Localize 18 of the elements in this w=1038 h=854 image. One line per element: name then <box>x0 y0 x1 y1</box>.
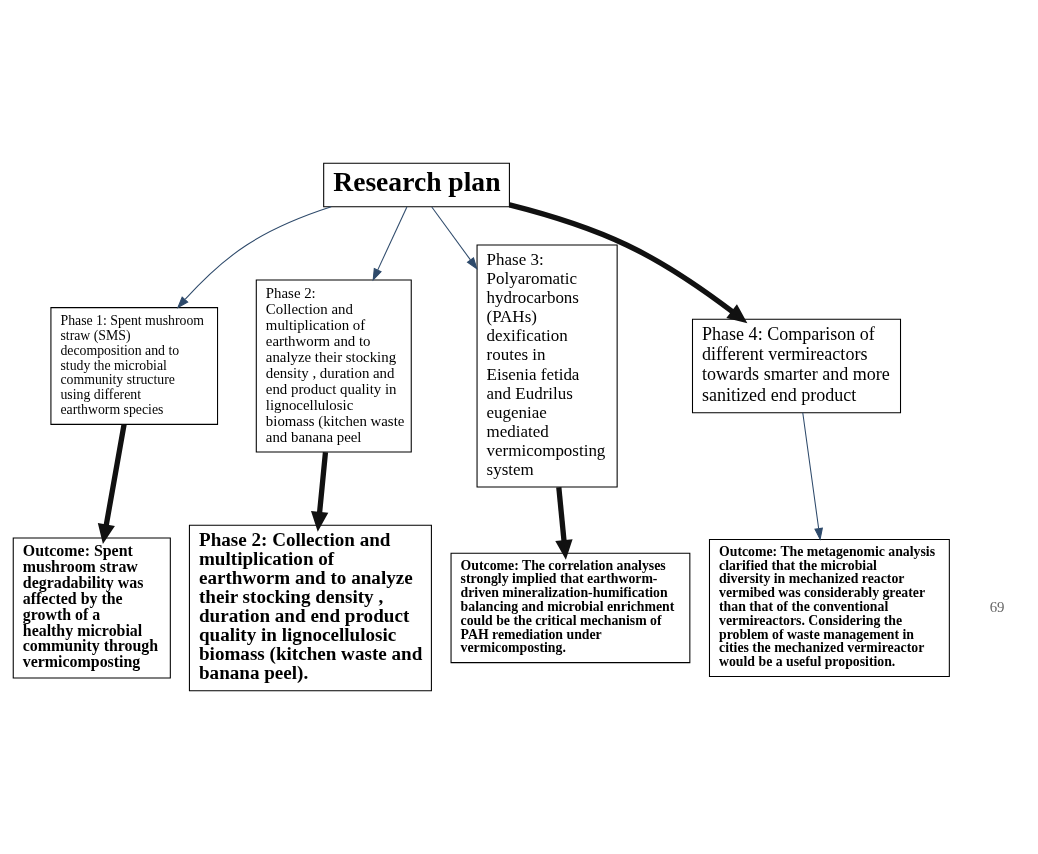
node-box: Outcome: The correlation analyses strongly implied that earthworm-driven mineralization-humification balancing and microbial enrichment could be the critical mechanism of PAH remediation under vermicomposting. <box>450 552 690 664</box>
node-box: Phase 2: Collection and multiplication of earthworm and to analyze their stocking density , duration and end product quality in lignocellulosic biomass (kitchen waste and banana peel). <box>188 524 432 692</box>
node-box: Phase 2: Collection and multiplication of earthworm and to analyze their stocking density , duration and end product quality in lignocellulosic biomass (kitchen waste and banana peel <box>255 279 412 453</box>
node-box: Outcome: Spent mushroom straw degradability was affected by the growth of a healthy microbial community through vermicomposting <box>12 537 171 679</box>
arrow <box>801 412 823 541</box>
arrow <box>176 206 332 309</box>
label: 69 <box>989 598 1005 615</box>
arrow <box>97 424 127 545</box>
node-box: Phase 4: Comparison of different vermireactors towards smarter and more sanitized end product <box>691 318 901 414</box>
arrow <box>508 202 747 324</box>
node-box: Research plan <box>322 162 510 208</box>
node-box: Phase 1: Spent mushroom straw (SMS) decomposition and to study the microbial community structure using different earthworm species <box>49 307 218 425</box>
arrow <box>372 206 407 282</box>
arrow <box>554 487 573 560</box>
node-box: Outcome: The metagenomic analysis clarified that the microbial diversity in mechanized reactor vermibed was considerably greater than that of the conventional vermireactors. Considering the problem of waste management in cities the mechanized vermireactor would be a useful proposition. <box>708 538 950 677</box>
arrow <box>430 206 478 270</box>
arrow <box>310 452 328 532</box>
node-box: Phase 3: Polyaromatic hydrocarbons (PAHs) dexification routes in Eisenia fetida and Eudrilus eugeniae mediated vermicomposting system <box>476 244 618 488</box>
